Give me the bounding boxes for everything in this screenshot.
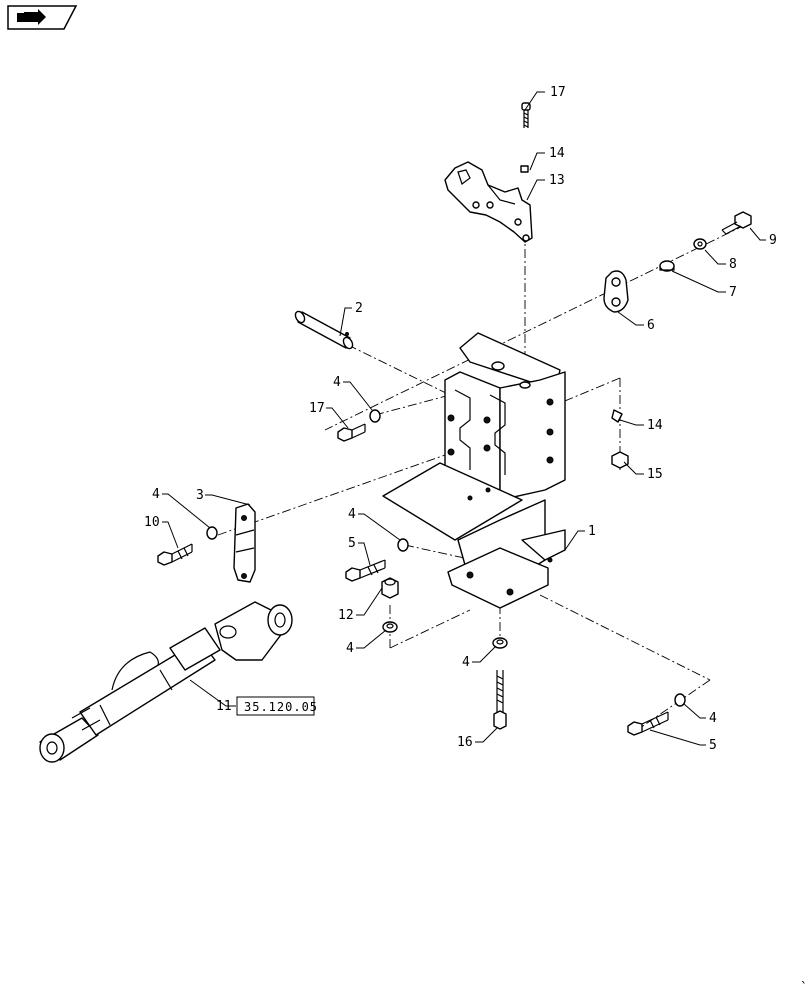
- part-13-bracket: [444, 161, 533, 243]
- part-15-nut: [611, 451, 629, 469]
- reference-box[interactable]: 35.120.05: [236, 696, 318, 716]
- callout-5: 5: [709, 738, 717, 753]
- callout-6: 6: [647, 318, 655, 333]
- part-3-bracket-plate: [233, 503, 256, 583]
- callout-10: 10: [144, 515, 160, 530]
- part-8-washer: [693, 238, 707, 250]
- part-4-washer-lower: [492, 637, 508, 649]
- callout-4: 4: [348, 507, 356, 522]
- callout-5: 5: [348, 536, 356, 551]
- callout-7: 7: [729, 285, 737, 300]
- callout-9: 9: [769, 233, 777, 248]
- callout-17: 16: [457, 735, 473, 750]
- callout-14: 14: [549, 146, 565, 161]
- callout-1: 1: [588, 524, 596, 539]
- corner-mark: `: [800, 981, 808, 996]
- part-5-bolt-mid: [345, 559, 386, 582]
- part-4-washer-nut: [382, 621, 398, 633]
- callout-3: 3: [196, 488, 204, 503]
- part-7-bushing: [659, 260, 675, 272]
- part-11-top-link: [39, 601, 293, 763]
- part-9-bolt: [721, 211, 752, 235]
- callout-leaders: [162, 91, 766, 746]
- callout-11: 11: [216, 699, 232, 714]
- callout-17: 17: [309, 401, 325, 416]
- callout-12: 12: [338, 608, 354, 623]
- part-1-main-frame: [382, 332, 566, 609]
- callout-4: 4: [462, 655, 470, 670]
- part-6-link-plate: [603, 270, 629, 313]
- callout-2: 2: [355, 301, 363, 316]
- previous-page-button[interactable]: [7, 5, 78, 30]
- callout-8: 8: [729, 257, 737, 272]
- part-16-screw: [521, 102, 531, 128]
- previous-page-arrow-icon: [17, 9, 46, 25]
- callout-16: 17: [550, 85, 566, 100]
- reference-number: 35.120.05: [244, 700, 318, 714]
- part-14-upper-pin: [520, 165, 529, 173]
- part-4-washer-left: [206, 526, 218, 540]
- callout-15: 15: [647, 467, 663, 482]
- part-4-washer-upper: [369, 409, 381, 423]
- part-2-pin: [294, 310, 354, 350]
- part-17-bolt-lower: [493, 670, 507, 730]
- part-5-bolt-right: [627, 711, 669, 736]
- part-4-washer-mid: [397, 538, 409, 552]
- callout-14: 14: [647, 418, 663, 433]
- callout-4: 4: [152, 487, 160, 502]
- part-12-nut: [381, 577, 399, 599]
- part-4-washer-right: [674, 693, 686, 707]
- callout-4: 4: [346, 641, 354, 656]
- callout-4: 4: [709, 711, 717, 726]
- callout-13: 13: [549, 173, 565, 188]
- part-17-bolt-upper: [337, 423, 366, 442]
- callout-labels: 17 14 13 9 8 7 6 2 4 17 14 15 3 4 10 4 5…: [144, 85, 777, 753]
- part-10-bolt: [157, 543, 193, 566]
- callout-4: 4: [333, 375, 341, 390]
- part-14-pin: [611, 409, 623, 423]
